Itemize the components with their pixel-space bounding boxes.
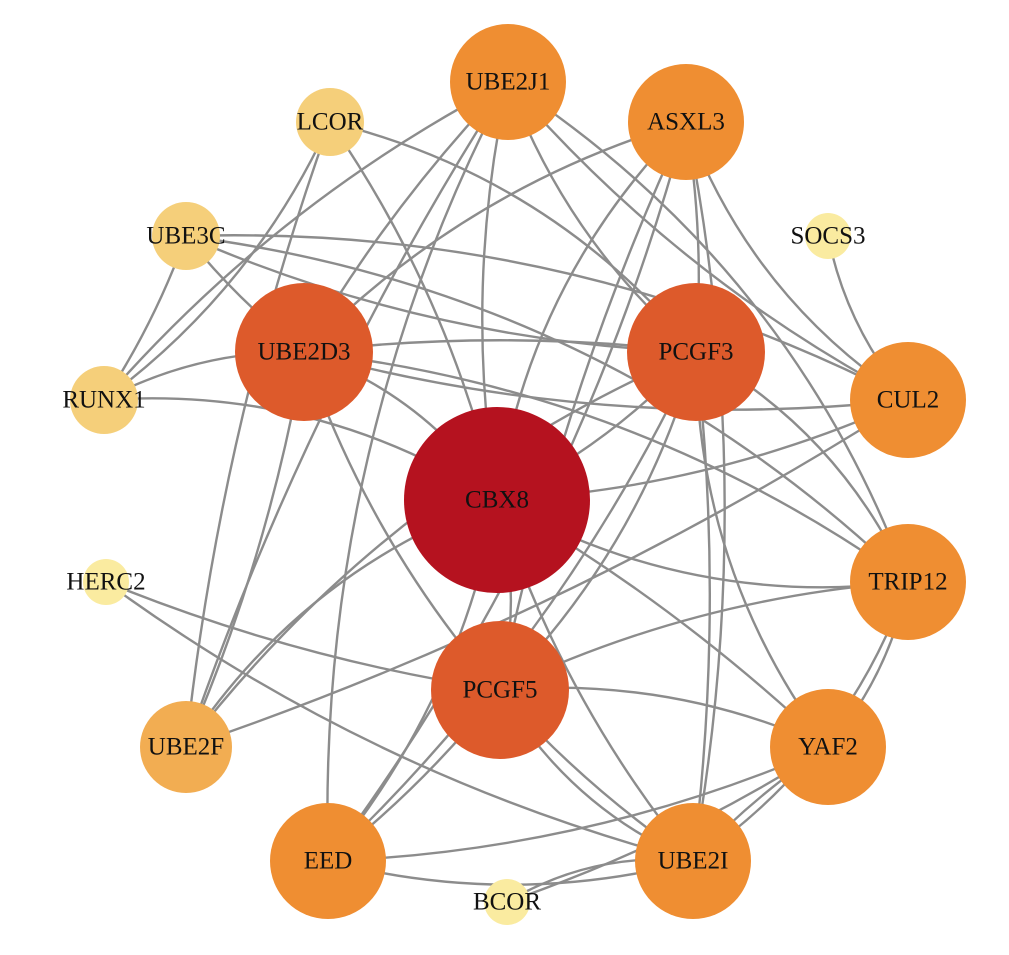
node-pcgf5: PCGF5: [431, 621, 569, 759]
edge-runx1-ube2j1: [103, 80, 509, 401]
node-ube2j1: UBE2J1: [450, 24, 566, 140]
node-label-pcgf5: PCGF5: [462, 677, 537, 704]
node-label-lcor: LCOR: [297, 109, 364, 136]
node-label-socs3: SOCS3: [790, 223, 865, 250]
node-label-ube2d3: UBE2D3: [257, 339, 350, 366]
node-label-runx1: RUNX1: [62, 387, 145, 414]
node-trip12: TRIP12: [850, 524, 966, 640]
node-socs3: SOCS3: [790, 213, 866, 259]
node-circle-herc2: [83, 559, 129, 605]
node-circle-ube2j1: [450, 24, 566, 140]
node-circle-ube2f: [140, 701, 232, 793]
node-label-yaf2: YAF2: [798, 734, 858, 761]
node-cbx8: CBX8: [404, 407, 590, 593]
edge-herc2-ube2i: [105, 581, 694, 863]
edge-ube3c-cul2: [185, 234, 909, 402]
node-herc2: HERC2: [66, 559, 146, 605]
node-label-asxl3: ASXL3: [647, 109, 725, 136]
node-label-ube3c: UBE3C: [146, 223, 225, 250]
node-eed: EED: [270, 803, 386, 919]
node-circle-lcor: [296, 88, 364, 156]
node-asxl3: ASXL3: [628, 64, 744, 180]
node-label-ube2i: UBE2I: [658, 848, 729, 875]
node-circle-ube2d3: [235, 283, 373, 421]
node-label-cbx8: CBX8: [465, 487, 529, 514]
node-circle-yaf2: [770, 689, 886, 805]
node-ube2f: UBE2F: [140, 701, 232, 793]
node-label-herc2: HERC2: [66, 569, 145, 596]
edge-asxl3-pcgf5: [498, 121, 688, 691]
node-label-cul2: CUL2: [877, 387, 940, 414]
edge-ube2d3-cul2: [303, 350, 909, 411]
node-circle-pcgf5: [431, 621, 569, 759]
node-runx1: RUNX1: [62, 366, 146, 434]
node-circle-runx1: [70, 366, 138, 434]
node-label-trip12: TRIP12: [868, 569, 947, 596]
edge-ube2d3-trip12: [303, 350, 909, 583]
node-circle-pcgf3: [627, 283, 765, 421]
edge-yaf2-eed: [327, 745, 829, 863]
node-label-eed: EED: [304, 848, 353, 875]
edge-ube2j1-eed: [326, 81, 510, 862]
node-ube3c: UBE3C: [146, 202, 226, 270]
node-cul2: CUL2: [850, 342, 966, 458]
node-label-pcgf3: PCGF3: [658, 339, 733, 366]
node-circle-cul2: [850, 342, 966, 458]
node-label-ube2f: UBE2F: [148, 734, 224, 761]
node-label-bcor: BCOR: [473, 889, 541, 916]
edge-lcor-ube2f: [184, 121, 332, 748]
node-circle-trip12: [850, 524, 966, 640]
node-circle-eed: [270, 803, 386, 919]
node-ube2i: UBE2I: [635, 803, 751, 919]
edge-ube3c-pcgf3: [185, 234, 697, 354]
node-bcor: BCOR: [473, 879, 541, 925]
node-circle-socs3: [805, 213, 851, 259]
node-pcgf3: PCGF3: [627, 283, 765, 421]
edge-pcgf3-ube2i: [691, 351, 712, 862]
node-ube2d3: UBE2D3: [235, 283, 373, 421]
edge-cul2-ube2f: [185, 398, 909, 749]
edge-ube2j1-cul2: [507, 81, 909, 402]
node-circle-cbx8: [404, 407, 590, 593]
node-yaf2: YAF2: [770, 689, 886, 805]
node-lcor: LCOR: [296, 88, 364, 156]
node-circle-ube2i: [635, 803, 751, 919]
node-label-ube2j1: UBE2J1: [466, 69, 551, 96]
node-circle-asxl3: [628, 64, 744, 180]
edge-lcor-runx1: [103, 121, 332, 401]
edge-asxl3-ube2i: [684, 121, 726, 862]
edge-ube2j1-trip12: [507, 80, 910, 583]
edge-pcgf3-eed: [327, 351, 698, 862]
node-circle-bcor: [484, 879, 530, 925]
node-circle-ube3c: [152, 202, 220, 270]
edge-ube3c-trip12: [185, 234, 909, 583]
